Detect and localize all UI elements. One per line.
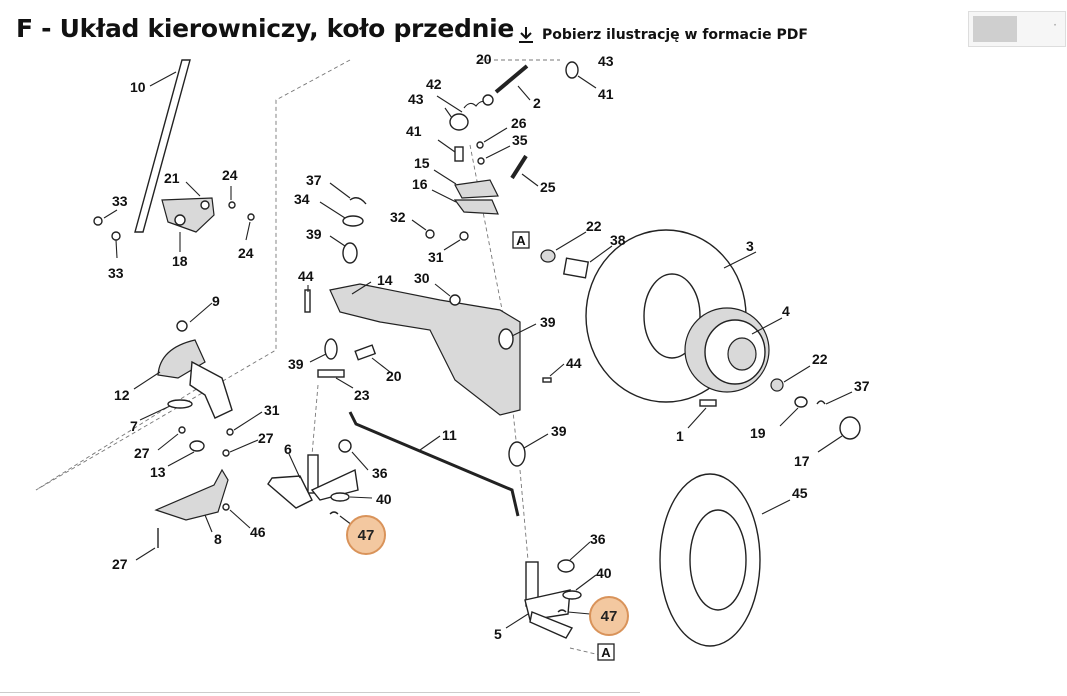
- part-label: 44: [566, 355, 582, 371]
- part-label: 20: [386, 368, 402, 384]
- reference-mark-label: A: [601, 645, 611, 660]
- highlight-label: 47: [601, 608, 618, 625]
- part-label: 27: [112, 556, 128, 572]
- part-label: 46: [250, 524, 266, 540]
- part-label: 33: [112, 193, 128, 209]
- part-label: 31: [264, 402, 280, 418]
- highlight-callout-47-right[interactable]: 47: [589, 596, 629, 636]
- part-label: 44: [298, 268, 314, 284]
- part-label: 34: [294, 191, 310, 207]
- part-label: 37: [306, 172, 322, 188]
- part-tyre: [659, 473, 791, 647]
- part-label: 3: [746, 238, 754, 254]
- part-label: 39: [288, 356, 304, 372]
- part-label: 8: [214, 531, 222, 547]
- part-label: 4: [782, 303, 790, 319]
- part-label: 9: [212, 293, 220, 309]
- part-label: 2: [533, 95, 541, 111]
- thumbnail-marker: ·: [1053, 18, 1057, 32]
- part-label: 16: [412, 176, 428, 192]
- part-label: 15: [414, 155, 430, 171]
- part-label: 30: [414, 270, 430, 286]
- part-label: 42: [426, 76, 442, 92]
- part-front-wheel: [540, 229, 861, 453]
- part-left-spindle: [267, 439, 373, 529]
- part-label: 45: [792, 485, 808, 501]
- part-label: 35: [512, 132, 528, 148]
- part-label: 7: [130, 418, 138, 434]
- part-label: 36: [590, 531, 606, 547]
- reference-mark-a-top: A: [512, 231, 530, 249]
- download-pdf-label: Pobierz ilustrację w formacie PDF: [542, 27, 808, 43]
- part-label: 31: [428, 249, 444, 265]
- part-label: 40: [376, 491, 392, 507]
- thumbnail-image: [973, 16, 1017, 42]
- part-label: 10: [130, 79, 146, 95]
- part-label: 27: [258, 430, 274, 446]
- guide-lines: [35, 59, 601, 656]
- part-label: 22: [586, 218, 602, 234]
- page-title: F - Układ kierowniczy, koło przednie: [16, 14, 515, 43]
- part-label: 39: [306, 226, 322, 242]
- part-label: 43: [598, 53, 614, 69]
- part-right-spindle: [505, 541, 597, 639]
- highlight-label: 47: [358, 527, 375, 544]
- part-label: 40: [596, 565, 612, 581]
- part-column-bracket: [93, 181, 255, 259]
- reference-mark-label: A: [516, 233, 526, 248]
- part-label: 23: [354, 387, 370, 403]
- part-label: 13: [150, 464, 166, 480]
- part-label: 32: [390, 209, 406, 225]
- part-label: 43: [408, 91, 424, 107]
- part-sector-gear: [133, 302, 263, 561]
- part-label: 24: [222, 167, 238, 183]
- part-label: 38: [610, 232, 626, 248]
- part-label: 18: [172, 253, 188, 269]
- part-front-axle: [304, 182, 565, 467]
- part-label: 37: [854, 378, 870, 394]
- part-label: 1: [676, 428, 684, 444]
- part-label: 20: [476, 51, 492, 67]
- download-icon: [519, 27, 533, 43]
- part-labels: 10 21 24 33 33 18 24 9 12 7 27 13 31 27 …: [108, 51, 870, 642]
- part-label: 19: [750, 425, 766, 441]
- part-label: 26: [511, 115, 527, 131]
- part-label: 41: [406, 123, 422, 139]
- part-label: 41: [598, 86, 614, 102]
- part-upper-hardware: [411, 61, 597, 251]
- highlight-callout-47-left[interactable]: 47: [346, 515, 386, 555]
- part-label: 21: [164, 170, 180, 186]
- download-pdf-link[interactable]: Pobierz ilustrację w formacie PDF: [518, 26, 808, 44]
- part-label: 5: [494, 626, 502, 642]
- part-label: 27: [134, 445, 150, 461]
- part-label: 12: [114, 387, 130, 403]
- part-label: 14: [377, 272, 393, 288]
- part-label: 33: [108, 265, 124, 281]
- part-steering-column: [134, 59, 191, 233]
- part-label: 39: [540, 314, 556, 330]
- part-label: 39: [551, 423, 567, 439]
- reference-mark-a-bottom: A: [597, 643, 615, 661]
- part-label: 25: [540, 179, 556, 195]
- part-label: 6: [284, 441, 292, 457]
- part-label: 22: [812, 351, 828, 367]
- part-label: 24: [238, 245, 254, 261]
- part-tie-rod: [348, 411, 520, 517]
- diagram-thumbnail[interactable]: ·: [968, 11, 1066, 47]
- part-label: 11: [442, 427, 457, 443]
- bottom-divider: [0, 692, 640, 693]
- part-label: 17: [794, 453, 810, 469]
- part-label: 36: [372, 465, 388, 481]
